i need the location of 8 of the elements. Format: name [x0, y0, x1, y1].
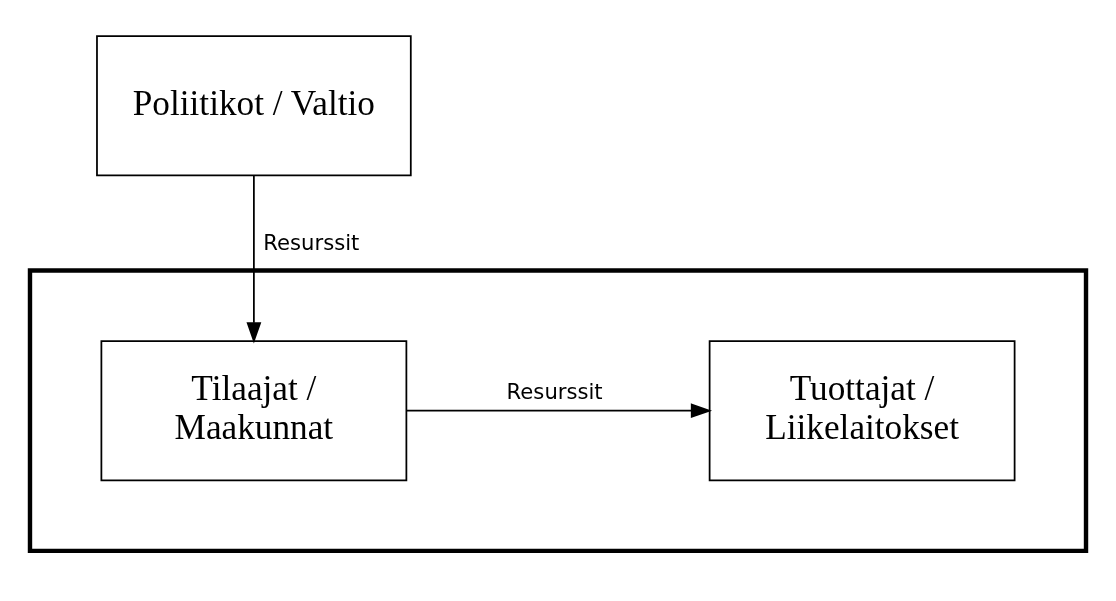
node-box: Poliitikot / Valtio: [96, 35, 412, 177]
cluster: [27, 268, 1089, 554]
edge-label: Resurssit: [506, 379, 603, 405]
node-box: Tilaajat / Maakunnat: [100, 340, 408, 482]
node-box: Tuottajat / Liikelaitokset: [708, 340, 1016, 482]
arrow: [405, 403, 712, 419]
edge-label: Resurssit: [263, 230, 360, 256]
arrow: [246, 175, 262, 344]
